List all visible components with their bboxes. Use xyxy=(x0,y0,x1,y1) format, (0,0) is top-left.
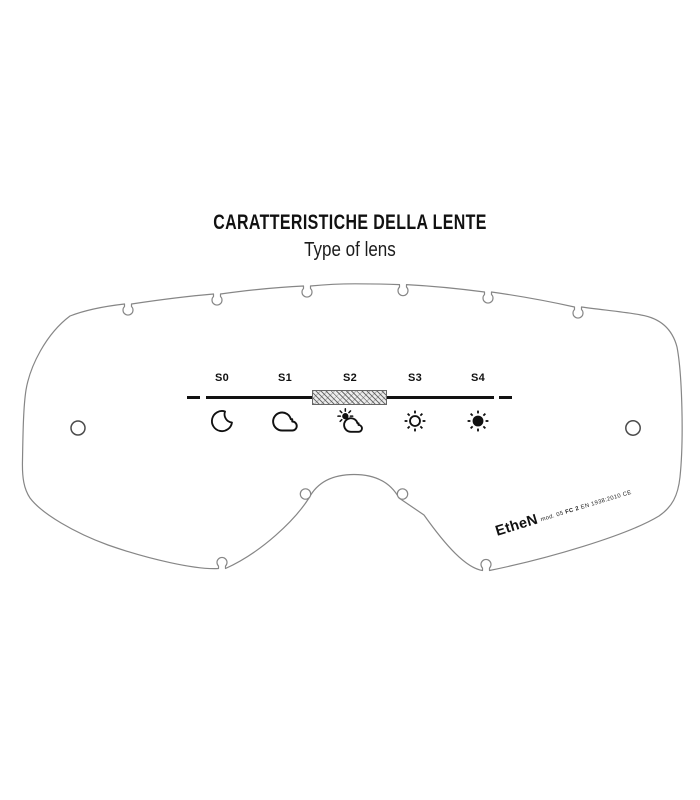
scale-stop-s1: S1 xyxy=(254,372,316,436)
scale-line-left-dash xyxy=(187,396,200,400)
scale-stop-label: S4 xyxy=(470,372,486,384)
page-title: CARATTERISTICHE DELLA LENTE xyxy=(213,211,487,234)
scale-stop-label: S2 xyxy=(342,372,358,384)
moon-icon xyxy=(191,408,253,436)
scale-stop-s2: S2 xyxy=(319,372,381,436)
page-subtitle: Type of lens xyxy=(304,239,396,261)
scale-stop-s0: S0 xyxy=(191,372,253,436)
scale-stop-label: S3 xyxy=(407,372,423,384)
sun-outline-icon xyxy=(384,408,446,436)
scale-stop-label: S0 xyxy=(214,372,230,384)
scale-line-right-dash xyxy=(499,396,512,400)
lens-nose-notch-right xyxy=(396,488,409,500)
sun-behind-cloud-icon xyxy=(319,408,381,436)
cloud-icon xyxy=(254,408,316,436)
lens-nose-notch-left xyxy=(299,488,312,500)
scale-stop-s4: S4 xyxy=(447,372,509,436)
cert-model: FC 2 xyxy=(564,505,581,516)
lens-pin-hole-right xyxy=(625,420,641,436)
scale-stop-label: S1 xyxy=(277,372,293,384)
sun-filled-icon xyxy=(447,408,509,436)
lens-pin-hole-left xyxy=(70,420,86,436)
s2-highlight-band xyxy=(312,390,387,405)
scale-stop-s3: S3 xyxy=(384,372,446,436)
